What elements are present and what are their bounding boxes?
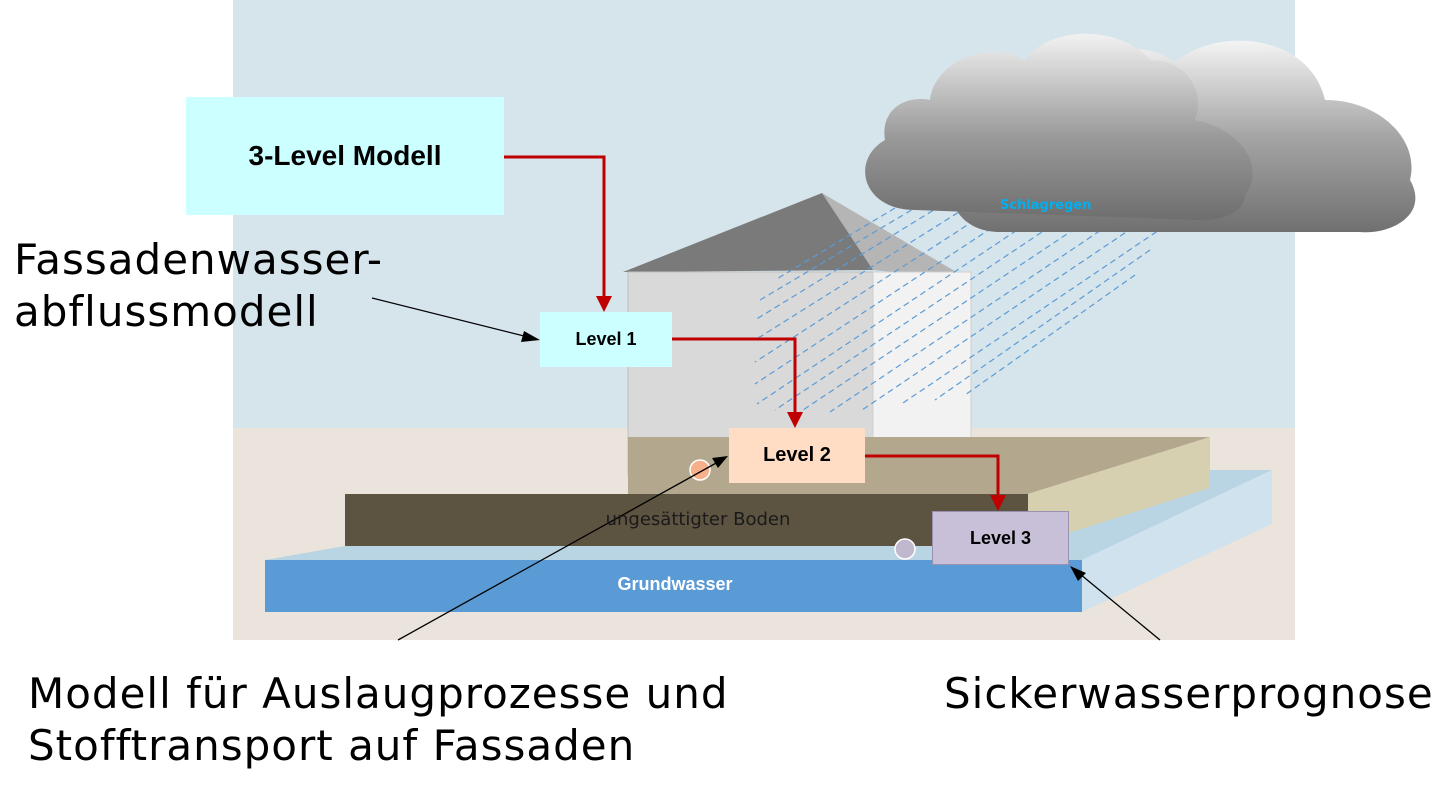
- cloud-front-icon: [865, 33, 1253, 221]
- level3-label: Level 3: [969, 527, 1032, 548]
- marker-level3-circle: [894, 538, 916, 560]
- flow-model-to-level1: [504, 155, 606, 300]
- arrow-leaching-model: [397, 461, 719, 641]
- roof-right: [822, 193, 970, 280]
- arrowhead-level3: [990, 495, 1006, 511]
- groundwater-layer: [265, 470, 1272, 612]
- driving-rain-label: Schlagregen: [1000, 198, 1092, 213]
- flow-level2-to-level3: [865, 454, 1000, 499]
- level3-box: Level 3: [932, 511, 1069, 565]
- level1-box: Level 1: [540, 312, 672, 367]
- soil-front: [345, 494, 1028, 546]
- groundwater-top: [265, 470, 1272, 560]
- three-level-model-label: 3-Level Modell: [248, 140, 442, 171]
- level2-box: Level 2: [729, 428, 865, 483]
- arrow-facade-model: [371, 297, 529, 338]
- flow-arrowheads: [596, 296, 1006, 511]
- marker-level2-circle: [689, 459, 711, 481]
- groundwater-side: [1082, 470, 1272, 612]
- soil-side: [1028, 437, 1210, 546]
- groundwater-front: [265, 560, 1082, 612]
- soil-layer: [345, 437, 1210, 546]
- groundwater-label: Grundwasser: [617, 574, 733, 594]
- annotation-arrowheads: [521, 331, 1086, 581]
- annotation-facade-runoff-model: Fassadenwasser- abflussmodell: [14, 235, 384, 336]
- three-level-model-box: 3-Level Modell: [186, 97, 504, 215]
- flow-level1-to-level2: [672, 337, 797, 416]
- flow-connectors: [504, 155, 1000, 499]
- level2-label: Level 2: [763, 444, 831, 466]
- arrowhead-level1: [596, 296, 612, 312]
- house-side-wall: [872, 271, 972, 455]
- annotation-leaching-model: Modell für Auslaugprozesse und Stofftran…: [28, 669, 729, 770]
- unsaturated-soil-label: ungesättigter Boden: [605, 509, 791, 530]
- rain-streaks: [754, 199, 1166, 413]
- level1-label: Level 1: [575, 329, 637, 349]
- arrow-seepage: [1079, 573, 1161, 641]
- annotation-seepage-forecast: Sickerwasserprognose: [944, 669, 1434, 718]
- annotation-arrows: [371, 297, 1161, 641]
- roof-left: [623, 193, 873, 272]
- arrowhead-level2: [787, 412, 803, 428]
